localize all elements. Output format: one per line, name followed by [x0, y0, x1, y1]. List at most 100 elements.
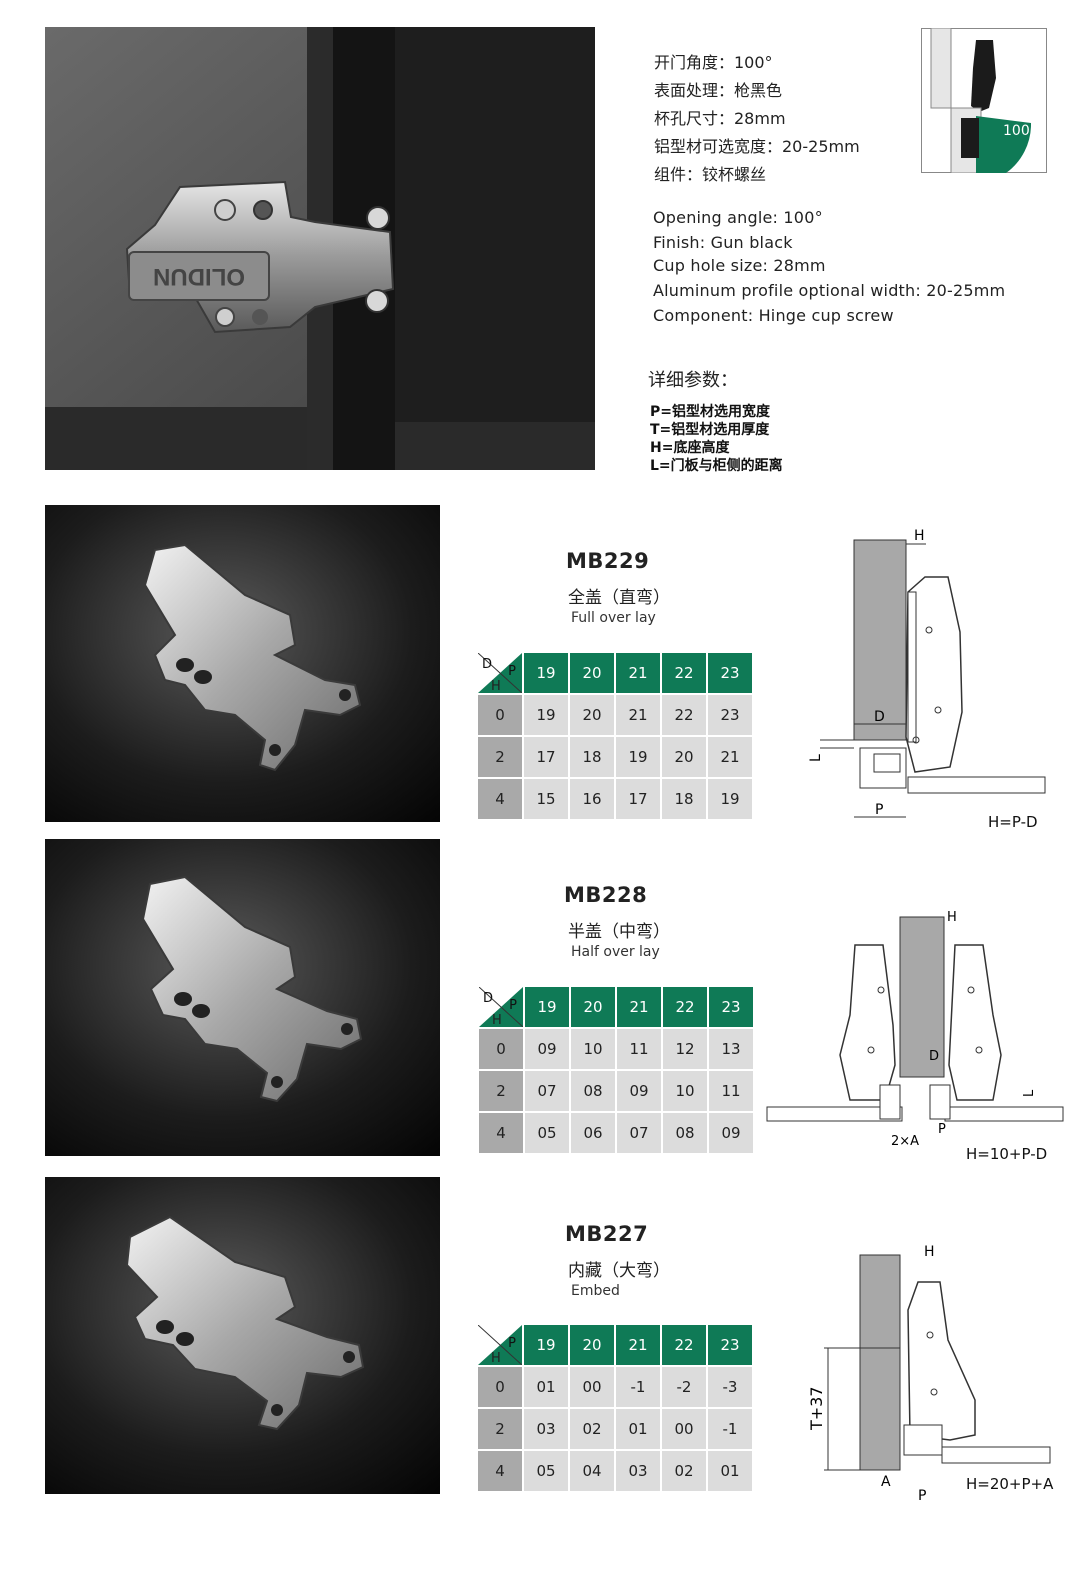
model-en-mb228: Half over lay — [571, 944, 660, 960]
table-cell: 16 — [570, 779, 614, 819]
diagram-label: 2×A — [891, 1134, 919, 1149]
diagram-mb229: H D P L — [800, 522, 1060, 832]
hinge-icon — [143, 543, 362, 772]
table-cell: 22 — [662, 695, 706, 735]
table-cell: 01 — [708, 1451, 752, 1491]
corner-h-label: H — [492, 1013, 502, 1028]
model-en-mb229: Full over lay — [571, 610, 656, 626]
opening-angle-diagram: 100° — [921, 27, 1047, 174]
diagram-label: H — [914, 528, 925, 544]
table-cell: 10 — [571, 1029, 615, 1069]
table-cell: 21 — [616, 653, 660, 693]
table-cell: 22 — [662, 653, 706, 693]
table-corner: D P — [478, 653, 522, 693]
model-code-mb229: MB229 — [566, 549, 650, 573]
table-cell: 0 — [478, 1367, 522, 1407]
table-cell: 20 — [570, 1325, 614, 1365]
spec-cn-1: 表面处理：枪黑色 — [654, 81, 783, 100]
product-photo-mb228 — [45, 839, 440, 1156]
table-cell: 19 — [616, 737, 660, 777]
table-cell: 12 — [663, 1029, 707, 1069]
model-code-mb228: MB228 — [564, 883, 648, 907]
spec-cn-4: 组件：铰杯螺丝 — [654, 165, 767, 184]
table-cell: 20 — [662, 737, 706, 777]
table-cell: 08 — [571, 1071, 615, 1111]
table-cell: 22 — [662, 1325, 706, 1365]
formula-mb228: H=10+P-D — [966, 1145, 1048, 1163]
table-cell: 20 — [570, 695, 614, 735]
table-cell: 18 — [662, 779, 706, 819]
table-cell: 2 — [478, 1409, 522, 1449]
table-cell: 19 — [524, 653, 568, 693]
table-cell: 17 — [616, 779, 660, 819]
table-cell: 4 — [479, 1113, 523, 1153]
diagram-label: H — [924, 1244, 935, 1260]
spec-cn-2: 杯孔尺寸：28mm — [654, 109, 786, 128]
params-title: 详细参数： — [648, 370, 738, 391]
diagram-label: D — [874, 709, 885, 725]
table-cell: 19 — [525, 987, 569, 1027]
param-t: T=铝型材选用厚度 — [650, 422, 770, 438]
table-cell: 07 — [617, 1113, 661, 1153]
diagram-label: A — [881, 1474, 891, 1490]
table-cell: 20 — [570, 653, 614, 693]
formula-mb229: H=P-D — [988, 813, 1038, 831]
table-cell: -1 — [708, 1409, 752, 1449]
diagram-label: H — [947, 910, 957, 925]
hero-photo: OLIDUN — [45, 27, 595, 470]
table-cell: 15 — [524, 779, 568, 819]
table-cell: 23 — [708, 653, 752, 693]
corner-h-label: H — [491, 679, 501, 694]
table-cell: 21 — [616, 695, 660, 735]
spec-en-3: Aluminum profile optional width: 20-25mm — [653, 281, 1006, 300]
table-cell: 05 — [525, 1113, 569, 1153]
hinge-icon — [125, 1215, 365, 1431]
table-cell: 11 — [709, 1071, 753, 1111]
table-cell: 23 — [709, 987, 753, 1027]
corner-label: P — [508, 1336, 516, 1351]
table-corner: D P — [479, 987, 523, 1027]
table-cell: 02 — [570, 1409, 614, 1449]
table-cell: 08 — [663, 1113, 707, 1153]
spec-en-0: Opening angle: 100° — [653, 208, 823, 227]
table-cell: 00 — [662, 1409, 706, 1449]
param-p: P=铝型材选用宽度 — [650, 404, 770, 420]
table-cell: 04 — [570, 1451, 614, 1491]
param-l: L=门板与柜侧的距离 — [650, 458, 783, 474]
model-en-mb227: Embed — [571, 1283, 620, 1299]
product-photo-mb229 — [45, 505, 440, 822]
table-cell: 4 — [478, 779, 522, 819]
table-cell: -2 — [662, 1367, 706, 1407]
product-photo-mb227 — [45, 1177, 440, 1494]
diagram-label: D — [929, 1049, 939, 1064]
table-cell: 19 — [524, 695, 568, 735]
table-cell: 09 — [617, 1071, 661, 1111]
table-cell: 17 — [524, 737, 568, 777]
diagram-label: P — [918, 1488, 926, 1504]
diagram-label: P — [938, 1122, 946, 1137]
table-cell: 06 — [571, 1113, 615, 1153]
model-code-mb227: MB227 — [565, 1222, 649, 1246]
table-cell: -1 — [616, 1367, 660, 1407]
param-h: H=底座高度 — [650, 440, 730, 456]
spec-cn-0: 开门角度：100° — [654, 53, 773, 72]
table-cell: 00 — [570, 1367, 614, 1407]
table-cell: 01 — [616, 1409, 660, 1449]
diagram-label: OLIDUN — [153, 263, 245, 290]
table-cell: 21 — [708, 737, 752, 777]
diagram-label: L — [1022, 1089, 1037, 1097]
hinge-icon — [141, 875, 363, 1103]
table-cell: 19 — [708, 779, 752, 819]
hero-hinge: OLIDUN — [125, 180, 395, 334]
diagram-mb228: H D P 2×A L — [765, 905, 1065, 1155]
formula-mb227: H=20+P+A — [966, 1475, 1054, 1493]
table-cell: 02 — [662, 1451, 706, 1491]
spec-en-2: Cup hole size: 28mm — [653, 256, 826, 275]
